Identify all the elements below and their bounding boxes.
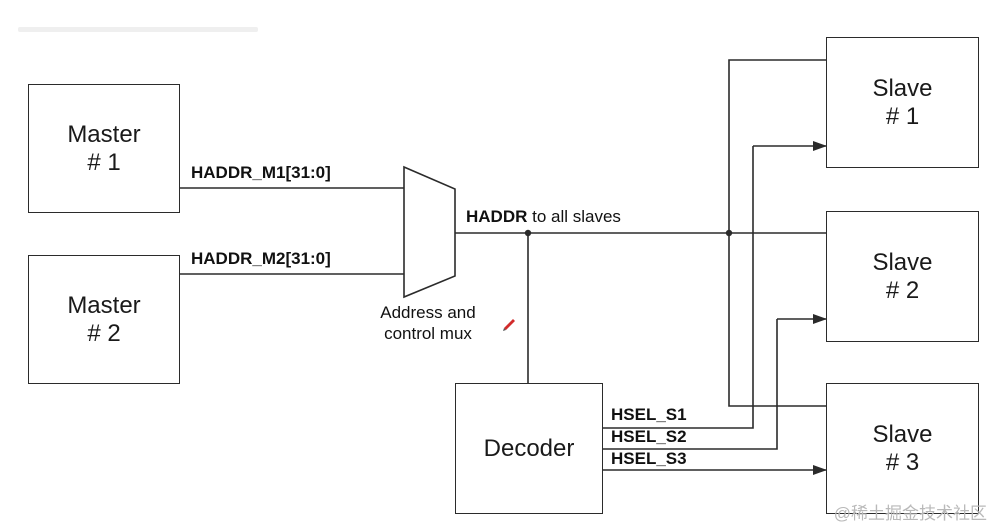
slave-2-number: # 2 [885,276,920,304]
label-mux: Address and control mux [358,302,498,344]
label-hsel-s1: HSEL_S1 [611,405,687,424]
slave-2-block: Slave # 2 [826,211,979,342]
master-2-block: Master # 2 [28,255,180,384]
top-decoration-bar [18,27,258,32]
master-1-title: Master [67,120,141,148]
wire-hsel-s2 [603,319,778,450]
label-haddr-m1: HADDR_M1[31:0] [191,163,331,182]
master-2-number: # 2 [87,319,121,347]
address-control-mux [403,165,456,299]
junction-dot-decoder [524,229,532,237]
label-haddr-suffix: to all slaves [527,207,621,226]
wire-hsel-s1 [603,146,754,429]
slave-3-block: Slave # 3 [826,383,979,514]
slave-1-title: Slave [872,74,933,102]
master-1-number: # 1 [87,148,121,176]
label-mux-line1: Address and [380,303,476,322]
slave-3-number: # 3 [885,448,920,476]
watermark-text: @稀土掘金技术社区 [833,504,987,523]
master-2-title: Master [67,291,141,319]
label-haddr-m2: HADDR_M2[31:0] [191,249,331,268]
label-hsel-s2: HSEL_S2 [611,427,687,446]
decoder-block: Decoder [455,383,603,514]
slave-1-block: Slave # 1 [826,37,979,168]
master-1-block: Master # 1 [28,84,180,213]
slave-3-title: Slave [872,420,933,448]
wire-haddr-slave3 [728,233,826,407]
label-haddr: HADDR [466,207,528,226]
label-haddr-bus: HADDR to all slaves [466,207,621,227]
label-mux-line2: control mux [384,324,472,343]
junction-dot-slaves [725,229,733,237]
wire-haddr-slave1 [728,59,826,233]
slave-1-number: # 1 [885,102,920,130]
slave-2-title: Slave [872,248,933,276]
label-hsel-s3: HSEL_S3 [611,449,687,468]
decoder-label: Decoder [483,434,575,462]
pen-cursor-icon [503,319,515,331]
